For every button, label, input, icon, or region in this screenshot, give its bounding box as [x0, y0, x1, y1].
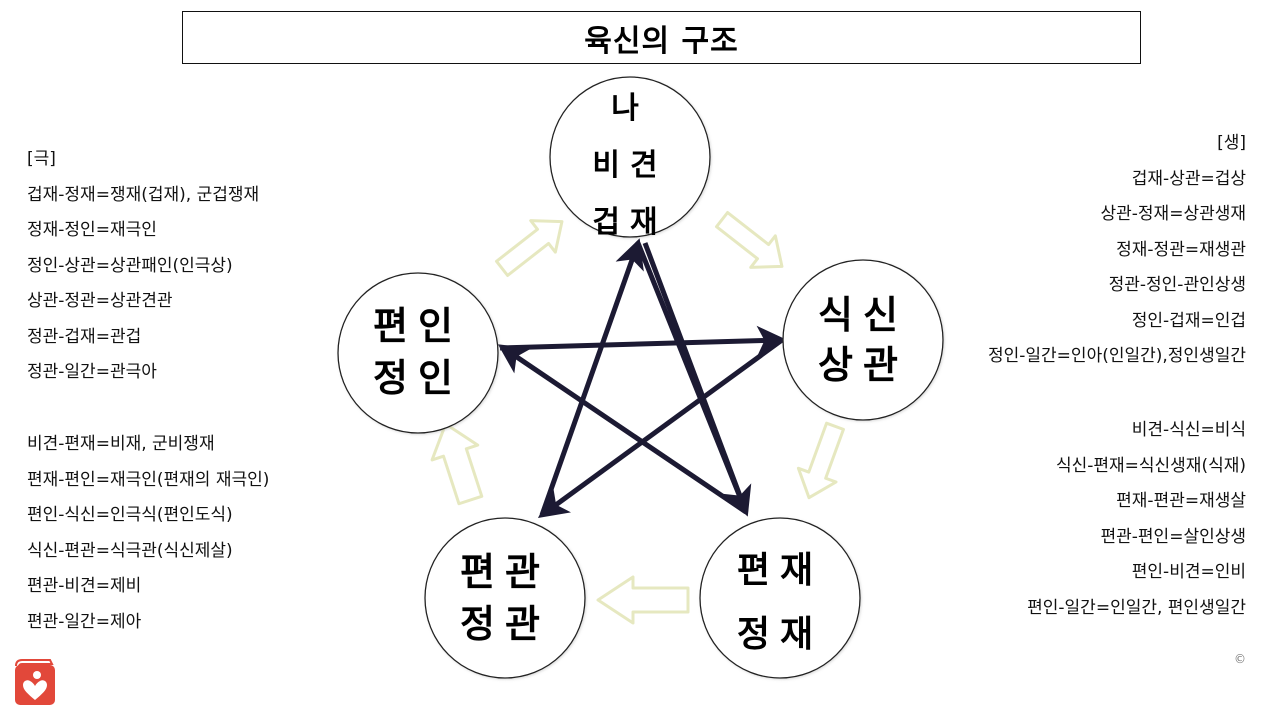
node-self: 나 비견 겁재	[570, 80, 690, 251]
node-officer: 편관 정관	[440, 546, 570, 650]
list-item: 정인-겁재=인겁	[1131, 310, 1246, 331]
page-title: 육신의 구조	[584, 23, 739, 59]
list-item: 정인-상관=상관패인(인극상)	[27, 255, 233, 276]
control-arrow-wealth-to-self-line	[635, 242, 749, 513]
node-self-line1: 나	[611, 91, 649, 126]
list-item: 편재-편인=재극인(편재의 재극인)	[27, 469, 270, 490]
list-item: 식신-편관=식극관(식신제살)	[27, 540, 233, 561]
list-item: 편인-식신=인극식(편인도식)	[27, 505, 233, 525]
list-item: 정재-정인=재극인	[27, 220, 157, 240]
node-output-line1: 식신	[818, 292, 908, 337]
node-wealth-line2: 정재	[736, 613, 824, 655]
node-circle-resource	[337, 272, 499, 434]
list-item: 겁재-상관=겁상	[1131, 168, 1246, 189]
list-item: 정인-일간=인아(인일간),정인생일간	[987, 346, 1246, 366]
list-item: 식신-편재=식신생재(식재)	[1055, 455, 1246, 476]
list-item: 상관-정관=상관견관	[27, 291, 173, 311]
control-star	[497, 238, 787, 518]
list-item: 정관-겁재=관겁	[27, 326, 142, 347]
control-arrow-resource-to-output	[499, 325, 787, 356]
book-heart-logo-icon	[15, 659, 55, 705]
list-item: 정재-정관=재생관	[1116, 239, 1246, 260]
generate-header: [생]	[1217, 133, 1246, 153]
node-officer-line1: 편관	[460, 549, 550, 594]
node-resource-line1: 편인	[373, 303, 463, 348]
node-resource-line2: 정인	[373, 355, 463, 400]
node-self-line2: 비견	[592, 148, 668, 183]
generate-arrow-officer-to-resource	[430, 422, 484, 506]
list-item: 상관-정재=상관생재	[1100, 204, 1247, 224]
node-wealth: 편재 정재	[715, 538, 845, 666]
control-arrow-officer-to-self	[539, 238, 644, 516]
generate-relations-list-2: 비견-식신=비식 식신-편재=식신생재(식재) 편재-편관=재생살 편관-편인=…	[1027, 413, 1246, 626]
node-output-line2: 상관	[818, 342, 908, 387]
control-arrow-output-to-officer	[537, 337, 784, 518]
node-self-line3: 겁재	[592, 205, 668, 240]
control-relations-list: [극] 겁재-정재=쟁재(겁재), 군겁쟁재 정재-정인=재극인 정인-상관=상…	[27, 142, 259, 391]
generate-arrow-self-to-output	[715, 211, 784, 269]
list-item: 겁재-정재=쟁재(겁재), 군겁쟁재	[27, 184, 260, 205]
list-item: 편인-비견=인비	[1131, 562, 1246, 582]
node-wealth-line1: 편재	[736, 549, 824, 591]
node-circle-self	[549, 76, 711, 238]
copyright-icon: ©	[1234, 652, 1246, 666]
generate-arrow-wealth-to-officer	[596, 575, 690, 625]
list-item: 정관-일간=관극아	[27, 362, 157, 382]
list-item: 편관-편인=살인상생	[1100, 526, 1247, 547]
node-circle-officer	[424, 517, 586, 679]
generate-arrow-resource-to-self	[495, 219, 564, 277]
list-item: 편관-일간=제아	[27, 611, 142, 632]
list-item: 편관-비견=제비	[27, 576, 142, 596]
list-item: 편재-편관=재생살	[1116, 491, 1246, 511]
node-officer-line2: 정관	[460, 601, 550, 646]
node-output: 식신 상관	[798, 290, 928, 390]
list-item: 비견-편재=비재, 군비쟁재	[27, 434, 215, 454]
generate-relations-list: [생] 겁재-상관=겁상 상관-정재=상관생재 정재-정관=재생관 정관-정인-…	[988, 126, 1246, 375]
generate-arrow-output-to-wealth	[796, 421, 845, 500]
control-relations-list-2: 비견-편재=비재, 군비쟁재 편재-편인=재극인(편재의 재극인) 편인-식신=…	[27, 427, 269, 640]
node-resource: 편인 정인	[353, 300, 483, 404]
list-item: 정관-정인-관인상생	[1108, 275, 1246, 295]
title-box: 육신의 구조	[182, 11, 1141, 64]
node-circle-wealth	[699, 517, 861, 679]
control-arrow-wealth-to-resource	[497, 344, 748, 515]
control-header: [극]	[27, 149, 56, 169]
list-item: 편인-일간=인일간, 편인생일간	[1027, 597, 1246, 618]
list-item: 비견-식신=비식	[1131, 420, 1246, 440]
node-circle-output	[782, 259, 944, 421]
